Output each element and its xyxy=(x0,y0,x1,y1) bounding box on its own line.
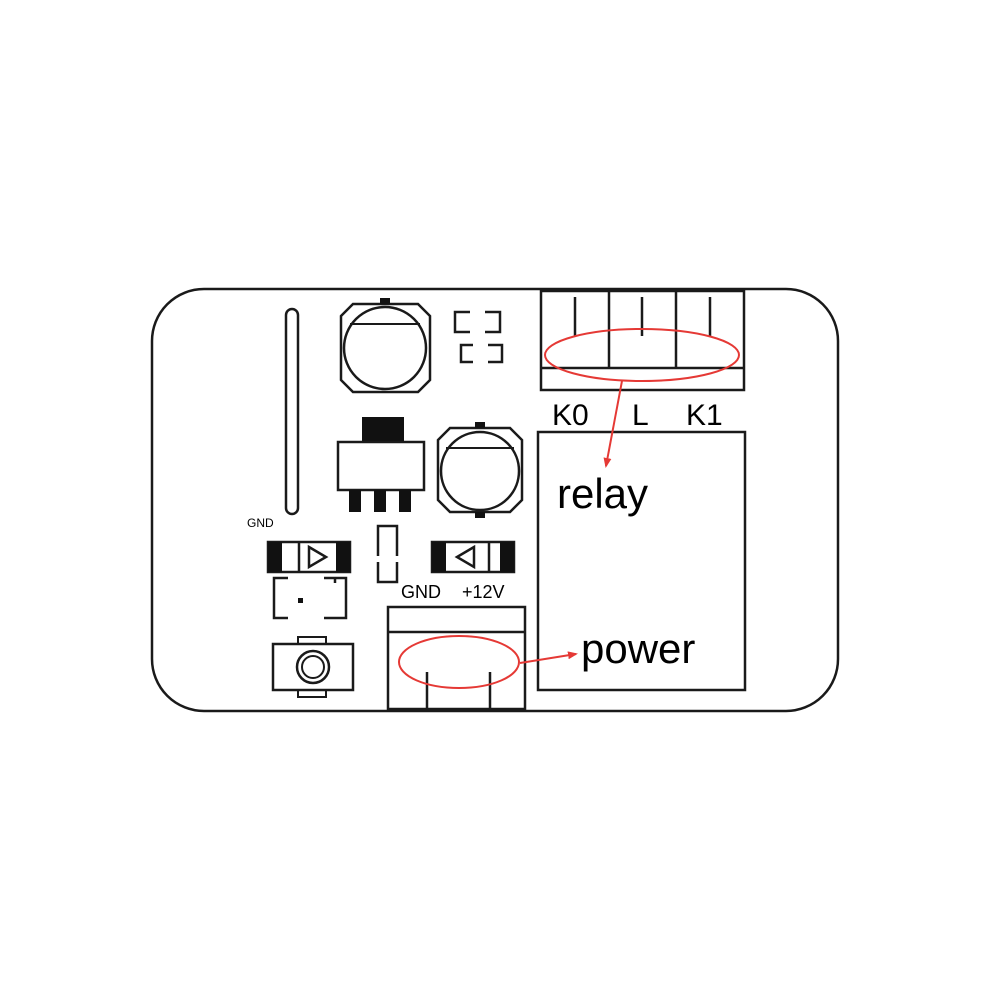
led-component xyxy=(272,576,348,620)
antenna-trace xyxy=(284,307,300,516)
power-terminal-highlight xyxy=(398,635,520,689)
relay-terminal-highlight xyxy=(544,328,740,382)
gnd-small-label: GND xyxy=(247,516,274,530)
power-terminal-block xyxy=(386,605,527,711)
resistor-vertical xyxy=(376,524,399,584)
plus12v-label: +12V xyxy=(462,582,505,602)
power-label: power xyxy=(581,625,695,672)
diode-left xyxy=(266,540,352,574)
relay-body xyxy=(536,430,747,692)
gnd-label: GND xyxy=(401,582,441,602)
capacitor-top xyxy=(339,298,432,394)
k0-label: K0 xyxy=(552,399,589,432)
relay-terminal-block xyxy=(539,289,746,392)
voltage-regulator xyxy=(336,417,426,512)
push-button xyxy=(271,636,355,698)
capacitor-middle xyxy=(436,422,524,518)
relay-label: relay xyxy=(557,470,648,517)
k1-label: K1 xyxy=(686,399,723,432)
power-arrow xyxy=(519,651,578,664)
relay-arrow xyxy=(603,380,623,468)
diode-right xyxy=(430,540,516,574)
board-outline xyxy=(150,287,840,713)
l-label: L xyxy=(632,399,649,432)
smd-pads-top xyxy=(453,310,504,364)
